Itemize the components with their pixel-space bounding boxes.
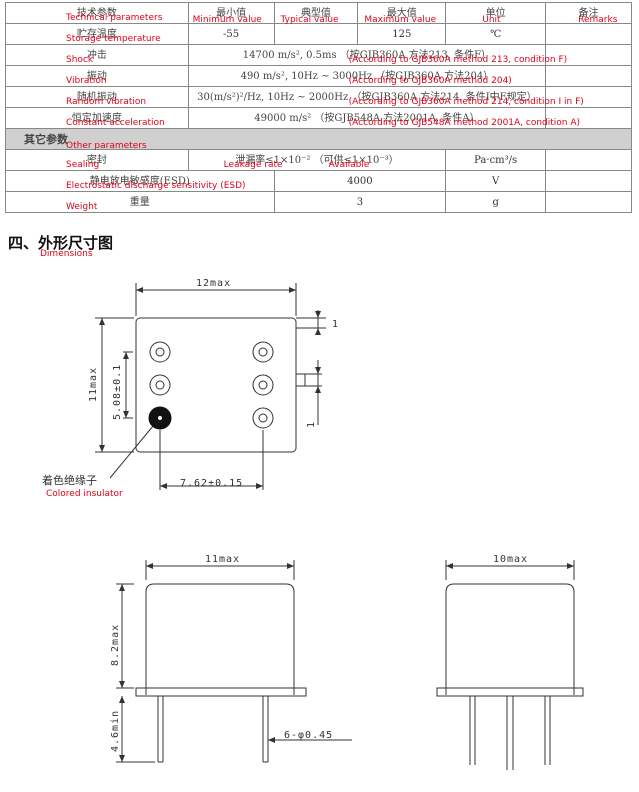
top-height-label: 11max <box>88 367 99 402</box>
side-height-label: 8.2max <box>110 624 121 666</box>
insulator-label: 着色绝缘子 <box>42 474 97 487</box>
section-title: 四、外形尺寸图 <box>8 234 114 252</box>
pin-group <box>148 341 274 430</box>
pin-diameter-label: 6-φ0.45 <box>284 730 333 741</box>
top-vertical-pitch-label: 5.08±0.1 <box>112 364 123 420</box>
side-width-label: 11max <box>205 554 240 565</box>
insulator-label-en: Colored insulator <box>46 489 123 499</box>
tab-label: 1 <box>306 421 317 428</box>
end-width-label: 10max <box>493 554 528 565</box>
pin1-label: 1 <box>332 319 339 330</box>
top-horizontal-pitch-label: 7.62±0.15 <box>180 478 243 489</box>
top-width-label: 12max <box>196 278 231 289</box>
lead-length-label: 4.6min <box>110 710 121 752</box>
section-title-en: Dimensions <box>40 249 93 259</box>
